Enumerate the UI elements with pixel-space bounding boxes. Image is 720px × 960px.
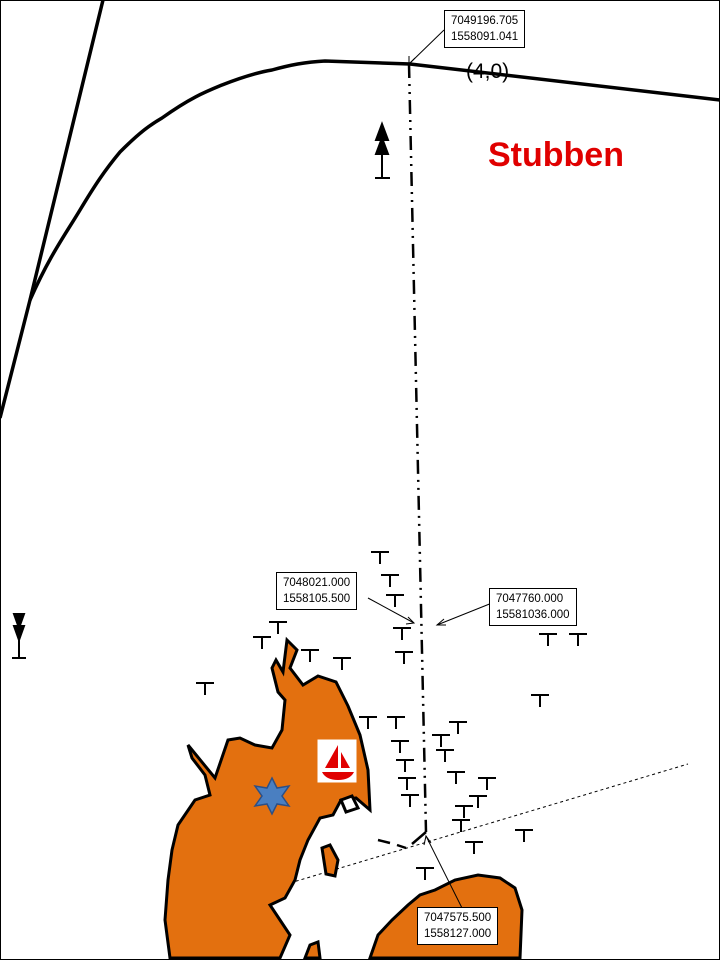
islet-small [320,843,340,878]
rock-symbol-icon [391,740,409,753]
callout-easting: 1558091.041 [451,31,519,43]
rock-symbol-icon [455,805,473,818]
rock-symbol-icon [539,633,557,646]
callout-northing: 7049196.705 [451,15,519,27]
coordinate-callout-mid-right: 7047760.000 15581036.000 [489,588,577,626]
boundary-line-diagonal [0,0,105,419]
coordinate-callout-bottom: 7047575.500 1558127.000 [417,907,499,945]
coordinate-callout-mid-left: 7048021.000 1558105.500 [276,572,358,610]
callout-northing: 7047575.500 [424,912,492,924]
lead-line [407,63,428,833]
callout-easting: 15581036.000 [496,609,570,621]
rock-symbol-icon [269,621,287,634]
place-name-label: Stubben [488,136,624,174]
callout-northing: 7048021.000 [283,577,351,589]
rock-symbol-icon [381,574,399,587]
rock-symbol-icon [196,682,214,695]
rock-symbol-icon [253,636,271,649]
rock-symbol-icon [531,694,549,707]
rock-symbol-icon [449,721,467,734]
rock-symbol-icon [569,633,587,646]
islet-bottom [302,939,322,960]
rock-symbol-icon [478,777,496,790]
rock-symbol-icon [469,795,487,808]
rock-symbol-icon [393,627,411,640]
rock-symbols [196,551,587,880]
rock-symbol-icon [395,651,413,664]
rock-symbol-icon [452,819,470,832]
callout-easting: 1558105.500 [283,593,351,605]
lead-end-dashes [377,831,427,850]
rock-symbol-icon [387,716,405,729]
rock-symbol-icon [301,649,319,662]
rock-symbol-icon [436,749,454,762]
callout-northing: 7047760.000 [496,593,564,605]
north-arrow-icon [374,121,390,179]
callout-easting: 1558127.000 [424,928,492,940]
rock-symbol-icon [447,771,465,784]
harbor-sailboat-icon [317,739,357,783]
rock-symbol-icon [371,551,389,564]
rock-symbol-icon [465,841,483,854]
rock-symbol-icon [416,867,434,880]
star-icon [253,776,291,816]
rock-symbol-icon [359,716,377,729]
rock-symbol-icon [432,734,450,747]
rock-symbol-icon [386,594,404,607]
rock-symbol-icon [515,829,533,842]
boundary-line-curve [28,59,720,301]
island-bay-inner [339,794,361,814]
coordinate-callout-top: 7049196.705 1558091.041 [444,10,526,48]
rock-symbol-icon [333,657,351,670]
rock-symbol-icon [401,794,419,807]
rock-symbol-icon [396,759,414,772]
callout-leaders [367,29,493,909]
rock-symbol-icon [398,777,416,790]
south-arrow-icon [12,613,26,659]
line-label: (4,0) [466,60,510,83]
